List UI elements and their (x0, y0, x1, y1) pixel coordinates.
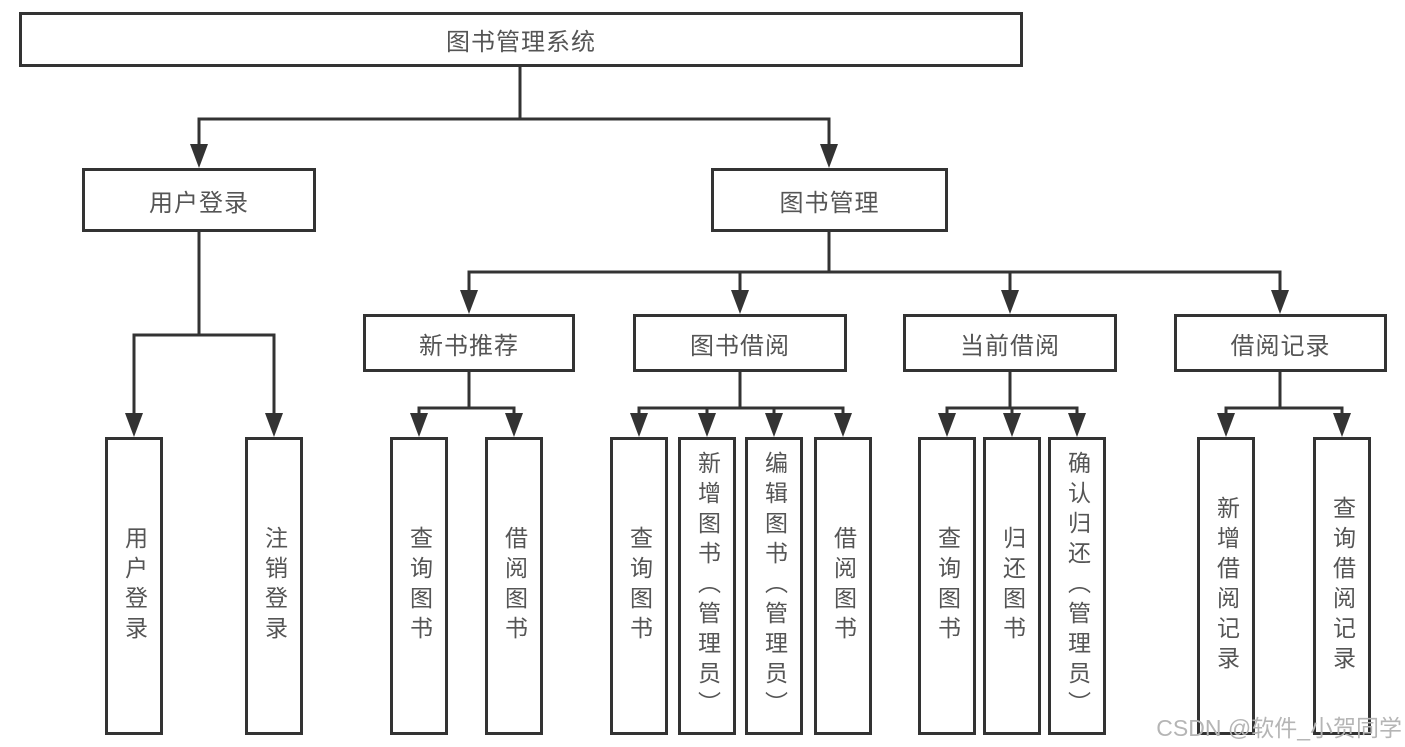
leaf-add-books-admin: 新增图书（管理员） (678, 437, 736, 735)
node-label: 查询借阅记录 (1329, 496, 1356, 676)
node-label: 编辑图书（管理员） (761, 451, 788, 721)
connector-borrow-records-to-leaves (1217, 372, 1351, 437)
leaf-query-books-recommendation: 查询图书 (390, 437, 448, 735)
node-book-borrowing: 图书借阅 (633, 314, 847, 372)
leaf-edit-books-admin: 编辑图书（管理员） (745, 437, 803, 735)
node-label: 当前借阅 (960, 332, 1060, 360)
leaf-user-login: 用户登录 (105, 437, 163, 735)
leaf-query-borrow-record: 查询借阅记录 (1313, 437, 1371, 735)
connector-new-book-recommendation-to-leaves (410, 372, 523, 437)
node-label: 借阅图书 (501, 526, 528, 646)
connector-root-to-level2 (190, 67, 838, 168)
node-label: 查询图书 (934, 526, 961, 646)
node-label: 归还图书 (999, 526, 1026, 646)
node-label: 借阅图书 (830, 526, 857, 646)
node-label: 确认归还（管理员） (1064, 451, 1091, 721)
leaf-return-books: 归还图书 (983, 437, 1041, 735)
leaf-query-books-borrowing: 查询图书 (610, 437, 668, 735)
csdn-watermark: CSDN @软件_小贺同学 (1156, 715, 1402, 741)
node-label: 新增借阅记录 (1213, 496, 1240, 676)
node-label: 借阅记录 (1230, 332, 1331, 360)
node-label: 用户登录 (149, 189, 249, 217)
leaf-query-books-current: 查询图书 (918, 437, 976, 735)
connector-book-management-to-level3 (460, 232, 1289, 314)
node-new-book-recommendation: 新书推荐 (363, 314, 575, 372)
node-book-management-system: 图书管理系统 (19, 12, 1023, 67)
node-label: 图书管理系统 (446, 29, 596, 56)
leaf-borrow-books-recommendation: 借阅图书 (485, 437, 543, 735)
node-user-login: 用户登录 (82, 168, 316, 232)
node-label: 查询图书 (406, 526, 433, 646)
node-label: 注销登录 (261, 526, 288, 646)
connector-book-borrowing-to-leaves (630, 372, 852, 437)
connector-user-login-to-leaves (125, 232, 283, 437)
node-current-borrowing: 当前借阅 (903, 314, 1117, 372)
node-label: 图书借阅 (690, 332, 790, 360)
node-book-management: 图书管理 (711, 168, 948, 232)
connector-current-borrowing-to-leaves (938, 372, 1086, 437)
node-label: 查询图书 (626, 526, 653, 646)
node-borrow-records: 借阅记录 (1174, 314, 1387, 372)
node-label: 用户登录 (121, 526, 148, 646)
node-label: 新增图书（管理员） (694, 451, 721, 721)
leaf-borrow-books: 借阅图书 (814, 437, 872, 735)
node-label: 新书推荐 (419, 332, 519, 360)
leaf-add-borrow-record: 新增借阅记录 (1197, 437, 1255, 735)
node-label: 图书管理 (779, 189, 880, 217)
leaf-logout: 注销登录 (245, 437, 303, 735)
leaf-confirm-return-admin: 确认归还（管理员） (1048, 437, 1106, 735)
